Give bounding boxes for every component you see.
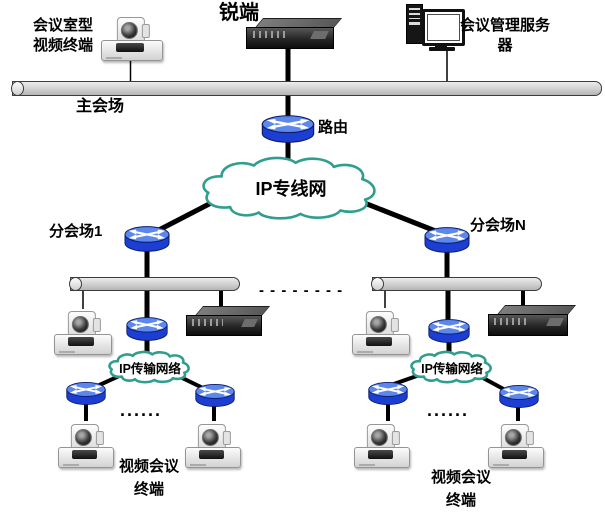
- right-edge-router-2-icon: [498, 384, 540, 409]
- server-tower: [406, 4, 423, 44]
- right-edge-router-1-icon: [367, 381, 409, 406]
- ip-private-line-cloud-label: IP专线网: [255, 179, 327, 199]
- branch-right-device-icon: [488, 305, 577, 336]
- room-terminal-label: 会议室型 视频终端: [33, 17, 94, 55]
- server-monitor: [422, 9, 465, 46]
- room-video-terminal-icon: [101, 7, 163, 61]
- left-edge-router-2-icon: [194, 383, 236, 408]
- right-endpoint-terminal-1-icon: [354, 418, 410, 468]
- branch-right-video-terminal-icon: [352, 305, 410, 355]
- branch-left-device-icon: [186, 306, 271, 336]
- camera-lens-icon: [370, 429, 388, 446]
- camera-lens-icon: [74, 429, 92, 446]
- ip-private-line-cloud: IP专线网: [196, 154, 386, 222]
- camera-lens-icon: [504, 429, 522, 446]
- core-router-icon: [260, 114, 316, 144]
- branch-left-label: 分会场1: [49, 223, 103, 240]
- camera-lens-icon: [120, 22, 138, 39]
- ruiduan-label: 锐端: [219, 2, 259, 24]
- camera-lens-icon: [201, 429, 219, 446]
- main-venue-bus: [11, 81, 602, 96]
- branch-left-bus: [69, 277, 240, 291]
- left-endpoint-terminal-2-icon: [185, 418, 241, 468]
- camera-lens-icon: [71, 316, 89, 333]
- transport-cloud-left: IP传输网络: [106, 350, 194, 384]
- branch-right-access-router-icon: [427, 318, 471, 344]
- branch-left-router-icon: [123, 225, 171, 253]
- left-edge-router-1-icon: [65, 381, 107, 406]
- main-bus-label: 主会场: [76, 98, 125, 115]
- server-label: 会议管理服务器: [460, 17, 551, 55]
- branch-left-video-terminal-icon: [54, 305, 112, 355]
- transport-cloud-left-label: IP传输网络: [119, 361, 181, 376]
- transport-cloud-right: IP传输网络: [408, 350, 496, 384]
- branch-right-label: 分会场N: [470, 217, 526, 234]
- transport-cloud-right-label: IP传输网络: [421, 361, 483, 376]
- management-server-icon: [406, 2, 465, 52]
- right-endpoint-terminal-2-icon: [488, 418, 544, 468]
- left-endpoint-terminal-1-icon: [58, 418, 114, 468]
- camera-lens-icon: [369, 316, 387, 333]
- branch-right-bus: [371, 277, 542, 291]
- ruiduan-mcu-device-icon: [246, 18, 343, 49]
- right-terminal-ellipsis: ......: [427, 400, 470, 420]
- left-terminal-group-label: 视频会议 终端: [118, 458, 179, 499]
- right-terminal-group-label: 视频会议 终端: [430, 469, 491, 510]
- branch-right-router-icon: [423, 226, 471, 254]
- left-terminal-ellipsis: ......: [120, 400, 163, 420]
- branch-left-access-router-icon: [125, 316, 169, 342]
- bus-separator-dashes: - - - - - - - -: [259, 282, 344, 299]
- terminal-base: [101, 40, 163, 61]
- core-router-label: 路由: [318, 119, 349, 136]
